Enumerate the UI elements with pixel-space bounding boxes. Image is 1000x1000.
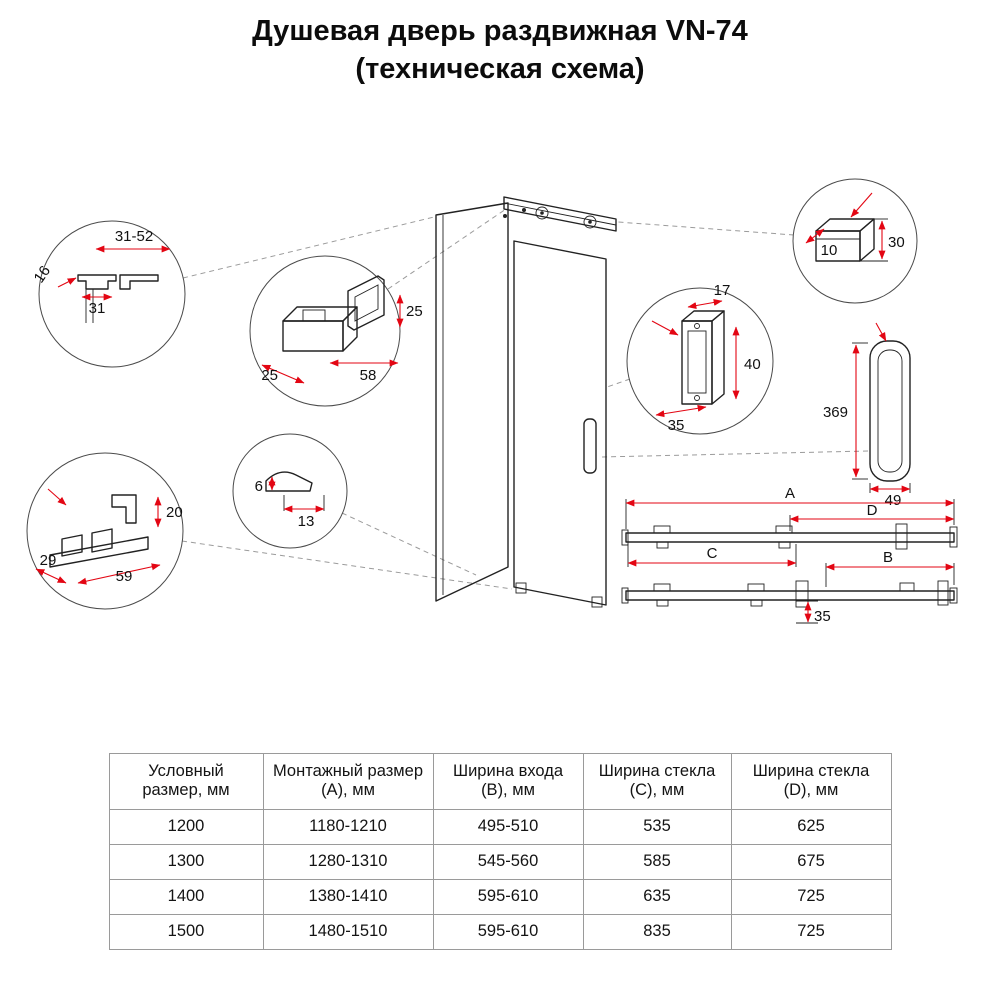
table-cell: 595-610 <box>432 913 584 950</box>
page-title: Душевая дверь раздвижная VN-74 (техничес… <box>0 0 1000 89</box>
detail-wall-profile-side: 17 40 35 <box>626 282 774 435</box>
detail-seal-profile: 6 13 <box>232 433 348 549</box>
dim-roller-depth: 25 <box>261 367 278 384</box>
detail-top-rail-profile: 31-52 16 31 <box>31 220 186 368</box>
table-cell: 1500 <box>108 913 264 950</box>
door-handle <box>583 417 597 474</box>
dim-roller-width: 58 <box>360 367 377 384</box>
dim-wall-top-depth: 10 <box>821 242 838 259</box>
rail-sections: A D C B 35 <box>621 485 958 625</box>
dim-wall-side-depth: 35 <box>668 417 685 434</box>
table-row: 1200 1180-1210 495-510 535 625 <box>108 808 892 845</box>
detail-wall-profile-top: 10 30 <box>792 178 918 304</box>
col-header-nominal-size: Условный размер, мм <box>108 752 264 810</box>
detail-bottom-guide: 20 59 29 <box>26 452 184 610</box>
dim-guide-depth: 29 <box>40 552 57 569</box>
technical-diagram: 31-52 16 31 25 58 25 <box>26 178 958 625</box>
dim-top-rail-range: 31-52 <box>115 228 153 245</box>
detail-roller-bracket: 25 58 25 <box>249 255 423 407</box>
table-cell: 625 <box>730 808 892 845</box>
table-cell: 1280-1310 <box>262 843 434 880</box>
dim-guide-height: 20 <box>166 504 183 521</box>
table-row: 1500 1480-1510 595-610 835 725 <box>108 913 892 950</box>
col-header-glass-width-c: Ширина стекла (C), мм <box>582 752 732 810</box>
dim-roller-height: 25 <box>406 303 423 320</box>
leader-lines <box>181 208 869 590</box>
table-cell: 635 <box>582 878 732 915</box>
table-cell: 585 <box>582 843 732 880</box>
size-table: Условный размер, мм Монтажный размер (А)… <box>108 752 892 950</box>
dim-seal-width: 13 <box>298 513 315 530</box>
table-cell: 1480-1510 <box>262 913 434 950</box>
table-cell: 1380-1410 <box>262 878 434 915</box>
title-line-1: Душевая дверь раздвижная VN-74 <box>252 15 748 47</box>
col-header-glass-width-d: Ширина стекла (D), мм <box>730 752 892 810</box>
table-cell: 1200 <box>108 808 264 845</box>
dim-seal-height: 6 <box>255 478 263 495</box>
table-cell: 1400 <box>108 878 264 915</box>
table-cell: 535 <box>582 808 732 845</box>
table-cell: 1300 <box>108 843 264 880</box>
table-cell: 725 <box>730 913 892 950</box>
title-line-2: (техническая схема) <box>355 53 645 86</box>
table-cell: 495-510 <box>432 808 584 845</box>
dim-guide-width: 59 <box>116 568 133 585</box>
dim-top-rail-inner: 31 <box>89 300 106 317</box>
table-cell: 725 <box>730 878 892 915</box>
dim-wall-top-height: 30 <box>888 234 905 251</box>
table-header-row: Условный размер, мм Монтажный размер (А)… <box>108 752 892 810</box>
table-row: 1300 1280-1310 545-560 585 675 <box>108 843 892 880</box>
col-header-mounting-size: Монтажный размер (А), мм <box>262 752 434 810</box>
dim-wall-side-width: 17 <box>714 282 731 299</box>
table-row: 1400 1380-1410 595-610 635 725 <box>108 878 892 915</box>
dim-wall-side-height: 40 <box>744 356 761 373</box>
dim-rail-offset: 35 <box>814 608 831 625</box>
table-cell: 1180-1210 <box>262 808 434 845</box>
table-cell: 835 <box>582 913 732 950</box>
door-elevation <box>435 195 617 607</box>
table-cell: 675 <box>730 843 892 880</box>
table-cell: 545-560 <box>432 843 584 880</box>
dim-handle-length: 369 <box>823 404 848 421</box>
dim-handle-width: 49 <box>885 492 902 509</box>
detail-handle: 369 49 <box>823 322 911 509</box>
table-cell: 595-610 <box>432 878 584 915</box>
dim-rail-b: B <box>883 549 893 566</box>
dim-rail-c: C <box>707 545 718 562</box>
dim-rail-a: A <box>785 485 795 502</box>
dim-rail-d: D <box>867 502 878 519</box>
col-header-entry-width: Ширина входа (B), мм <box>432 752 584 810</box>
dim-top-rail-side: 16 <box>31 262 54 285</box>
